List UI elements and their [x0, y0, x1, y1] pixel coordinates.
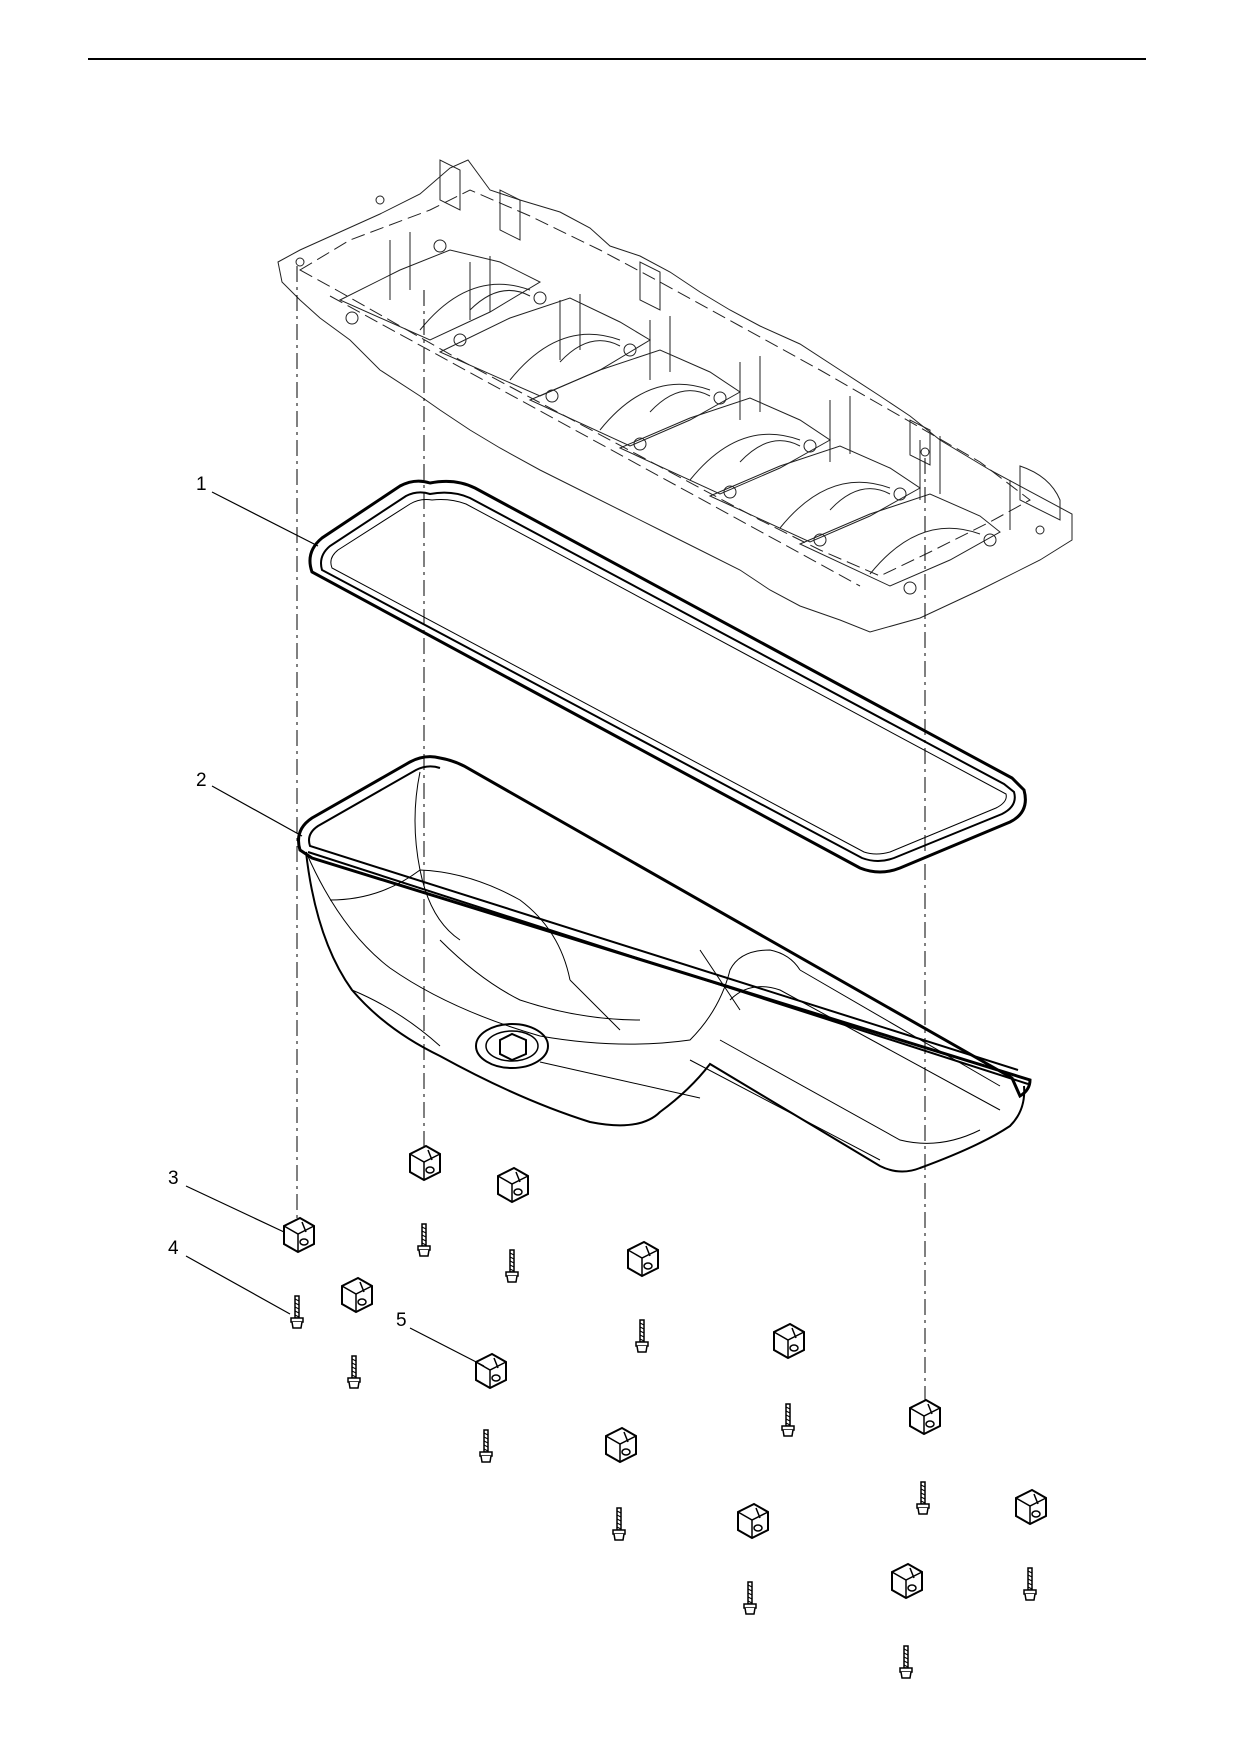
spacer — [737, 1503, 769, 1539]
callout-5: 5 — [396, 1310, 407, 1331]
bolt — [479, 1429, 493, 1463]
spacer — [497, 1167, 529, 1203]
bolt — [612, 1507, 626, 1541]
spacer — [475, 1353, 507, 1389]
spacer — [773, 1323, 805, 1359]
bolt — [635, 1319, 649, 1353]
callouts — [185, 491, 485, 1367]
alignment-lines — [296, 266, 926, 1408]
bolt — [781, 1403, 795, 1437]
block-bolt-holes — [295, 195, 1045, 595]
bolt — [347, 1355, 361, 1389]
bolt — [417, 1223, 431, 1257]
spacer — [341, 1277, 373, 1313]
spacer — [283, 1217, 315, 1253]
engine-block-bedplate — [277, 159, 1073, 633]
bolt — [290, 1295, 304, 1329]
bolt — [505, 1249, 519, 1283]
callout-4: 4 — [168, 1238, 179, 1259]
spacer-set — [283, 1145, 1047, 1599]
drain-plug — [475, 1023, 701, 1099]
bolt — [1023, 1567, 1037, 1601]
leader-line-2 — [211, 785, 303, 837]
leader-line-3 — [185, 1185, 285, 1233]
callout-1: 1 — [196, 474, 207, 495]
bolt — [743, 1581, 757, 1615]
spacer — [891, 1563, 923, 1599]
leader-line-4 — [185, 1255, 291, 1315]
leader-line-1 — [211, 491, 319, 547]
spacer — [627, 1241, 659, 1277]
callout-2: 2 — [196, 770, 207, 791]
bolt-set — [290, 1223, 1037, 1679]
callout-3: 3 — [168, 1168, 179, 1189]
spacer — [409, 1145, 441, 1181]
oil-pan — [297, 755, 1032, 1173]
spacer — [605, 1427, 637, 1463]
bolt — [899, 1645, 913, 1679]
spacer — [1015, 1489, 1047, 1525]
bolt — [916, 1481, 930, 1515]
spacer — [909, 1399, 941, 1435]
oil-pan-gasket — [308, 479, 1027, 874]
leader-line-5 — [409, 1327, 485, 1367]
